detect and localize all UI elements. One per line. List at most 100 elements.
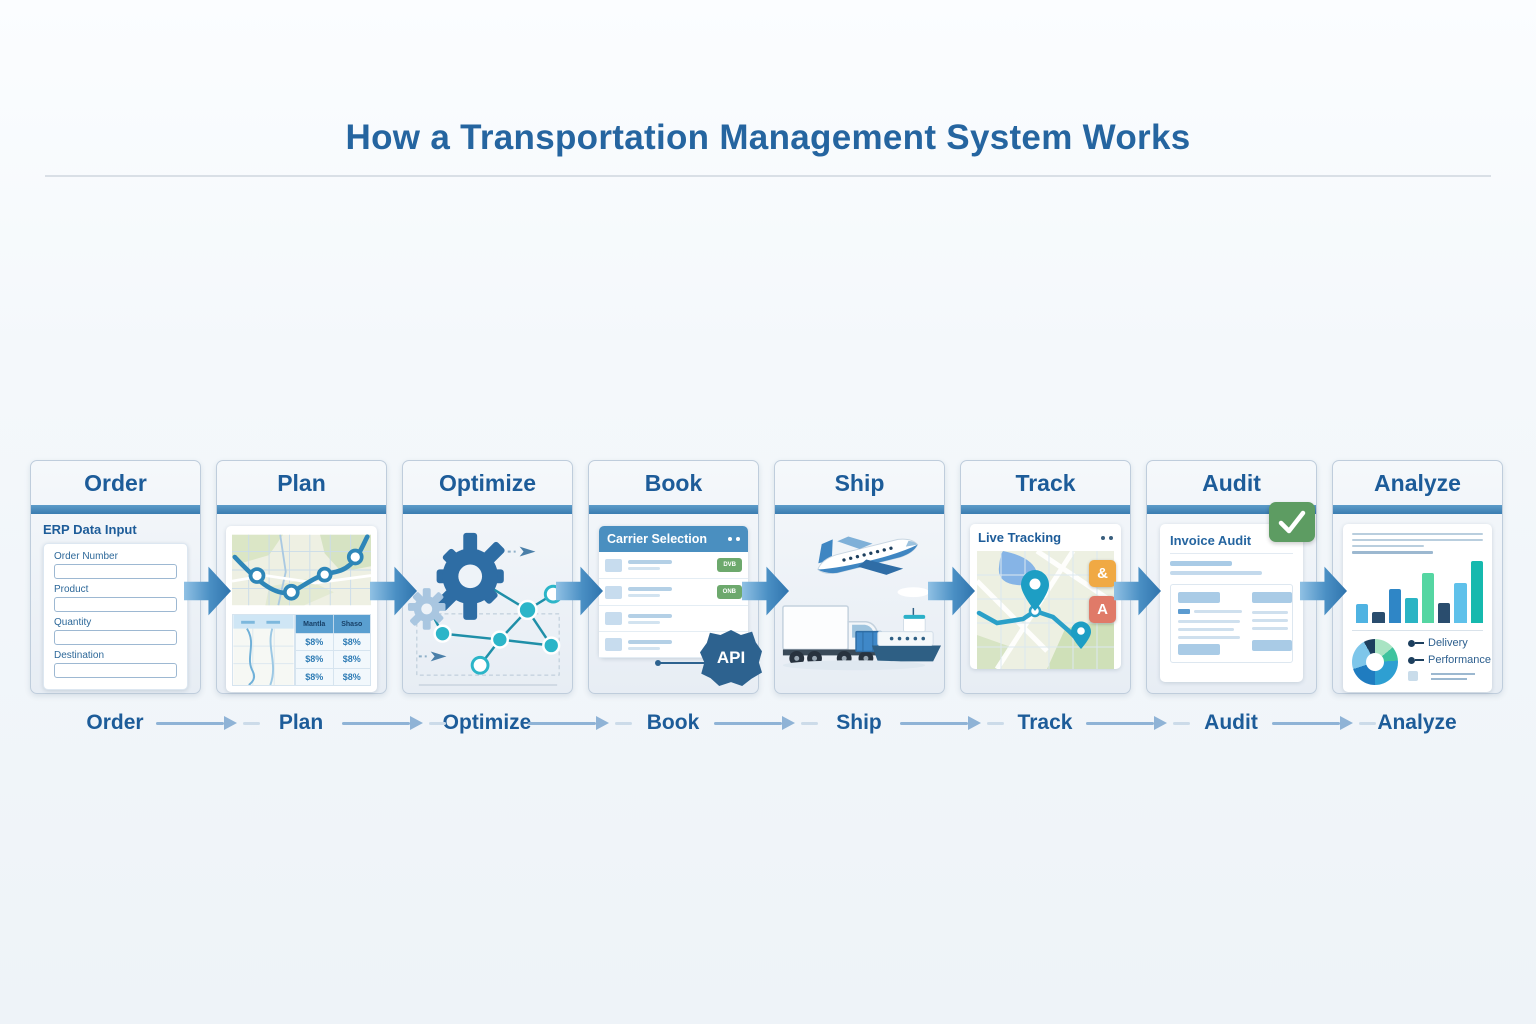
card-order-title: Order <box>84 469 147 496</box>
api-badge: API <box>700 630 762 686</box>
card-order: Order ERP Data Input Order Number Produc… <box>30 460 231 694</box>
carrier-selection-header: Carrier Selection <box>599 526 748 552</box>
card-ship-body <box>775 514 944 694</box>
legend-marker-icon <box>1408 656 1424 664</box>
page-title: How a Transportation Management System W… <box>345 118 1191 157</box>
product-label: Product <box>54 584 89 595</box>
bar <box>1356 604 1369 623</box>
route-map-illustration <box>232 534 371 606</box>
card-plan-title: Plan <box>277 469 326 496</box>
timeline-step-order: Order <box>86 711 144 734</box>
carrier-logo-placeholder <box>605 638 622 651</box>
route-waypoint-icons <box>248 548 364 601</box>
bar <box>1421 573 1434 623</box>
legend-marker-icon <box>1408 639 1424 647</box>
order-number-label: Order Number <box>54 551 118 562</box>
card-accent-bar <box>217 505 386 514</box>
card-audit-body: Invoice Audit <box>1147 502 1316 704</box>
card-plan-body: Mantla Shaso $8% $8% $8% $8% $8% $8% <box>217 526 386 706</box>
rate-cell: $8% <box>295 633 333 651</box>
transport-modes-illustration <box>782 536 942 671</box>
legend-label: Delivery <box>1428 637 1468 649</box>
live-tracking-header: Live Tracking <box>970 524 1121 551</box>
api-connector-line <box>655 660 711 666</box>
analyze-bar-chart <box>1352 561 1483 623</box>
rate-cell: $8% <box>295 650 333 668</box>
invoice-line-items <box>1170 584 1293 663</box>
card-accent-bar <box>1147 505 1316 514</box>
bar <box>1454 583 1467 623</box>
card-ship: Ship <box>774 460 975 694</box>
rate-cell: $8% <box>295 667 333 685</box>
rate-cell: $8% <box>332 650 370 668</box>
card-ship-title: Ship <box>834 469 885 496</box>
timeline-step-track: Track <box>1017 711 1073 734</box>
live-tracking-panel: Live Tracking <box>970 524 1121 669</box>
card-track: Track Live Tracking <box>960 460 1161 694</box>
rate-table: Mantla Shaso $8% $8% $8% $8% $8% $8% <box>232 614 371 686</box>
card-accent-bar <box>1333 505 1502 514</box>
rate-table-map-cell <box>233 615 295 685</box>
card-track-title: Track <box>1015 469 1076 496</box>
timeline-arrow-icon <box>714 716 818 731</box>
airplane-icon <box>817 536 919 575</box>
carrier-logo-placeholder <box>605 558 622 572</box>
plane-icon <box>418 651 447 662</box>
destination-field[interactable] <box>54 663 177 678</box>
legend-label: Performance <box>1428 654 1491 666</box>
process-card-row: Order ERP Data Input Order Number Produc… <box>30 460 1503 694</box>
book-carrier-button[interactable]: DVB <box>717 558 742 572</box>
order-number-field[interactable] <box>54 564 177 579</box>
timeline-arrow-icon <box>342 716 446 731</box>
card-accent-bar <box>961 505 1130 514</box>
carrier-selection-panel: Carrier Selection DVB ONB <box>599 526 762 686</box>
card-book-title: Book <box>644 469 703 496</box>
analyze-donut-chart <box>1352 638 1398 685</box>
rate-cell: $8% <box>332 633 370 651</box>
window-dots-icon <box>1101 535 1113 540</box>
invoice-audit-document: Invoice Audit <box>1160 502 1315 682</box>
plane-icon <box>507 546 536 557</box>
card-track-body: Live Tracking <box>961 524 1130 704</box>
bar <box>1372 612 1385 623</box>
timeline-arrow-icon <box>1272 716 1376 731</box>
quantity-field[interactable] <box>54 630 177 645</box>
card-optimize: Optimize <box>402 460 603 694</box>
analyze-legend: Delivery Performance <box>1408 637 1491 686</box>
legend-item: Performance <box>1408 654 1491 666</box>
carrier-logo-placeholder <box>605 585 622 599</box>
timeline-arrow-icon <box>900 716 1004 731</box>
rate-table-grid: Mantla Shaso $8% $8% $8% $8% $8% $8% <box>295 615 370 685</box>
rate-cell: $8% <box>332 667 370 685</box>
card-audit: Audit Invoice Audit <box>1146 460 1347 694</box>
card-accent-bar <box>589 505 758 514</box>
title-divider <box>45 175 1491 177</box>
carrier-list-item[interactable]: DVB <box>599 552 748 579</box>
invoice-audit-title: Invoice Audit <box>1170 533 1293 554</box>
destination-label: Destination <box>54 650 105 661</box>
cargo-ship-icon <box>855 607 942 662</box>
timeline-step-book: Book <box>646 711 700 734</box>
card-analyze-body: Delivery Performance <box>1333 524 1502 704</box>
card-accent-bar <box>775 505 944 514</box>
legend-item <box>1408 671 1491 681</box>
timeline-arrow-icon <box>1086 716 1190 731</box>
card-optimize-title: Optimize <box>438 469 537 496</box>
window-dots-icon <box>728 537 740 541</box>
small-gear-icon <box>407 588 446 630</box>
card-accent-bar <box>31 505 200 514</box>
bar <box>1405 598 1418 623</box>
card-optimize-body <box>403 514 572 694</box>
carrier-list-item[interactable]: ONB <box>599 579 748 606</box>
legend-swatch-icon <box>1408 671 1418 681</box>
carrier-list-item[interactable] <box>599 606 748 632</box>
map-pin-icon <box>1071 621 1091 649</box>
bar <box>1388 588 1402 623</box>
live-tracking-title: Live Tracking <box>978 530 1062 545</box>
product-field[interactable] <box>54 597 177 612</box>
card-accent-bar <box>403 505 572 514</box>
carrier-logo-placeholder <box>605 612 622 625</box>
carrier-selection-title: Carrier Selection <box>607 532 708 546</box>
book-carrier-button[interactable]: ONB <box>716 585 742 599</box>
timeline-step-plan: Plan <box>278 711 324 734</box>
